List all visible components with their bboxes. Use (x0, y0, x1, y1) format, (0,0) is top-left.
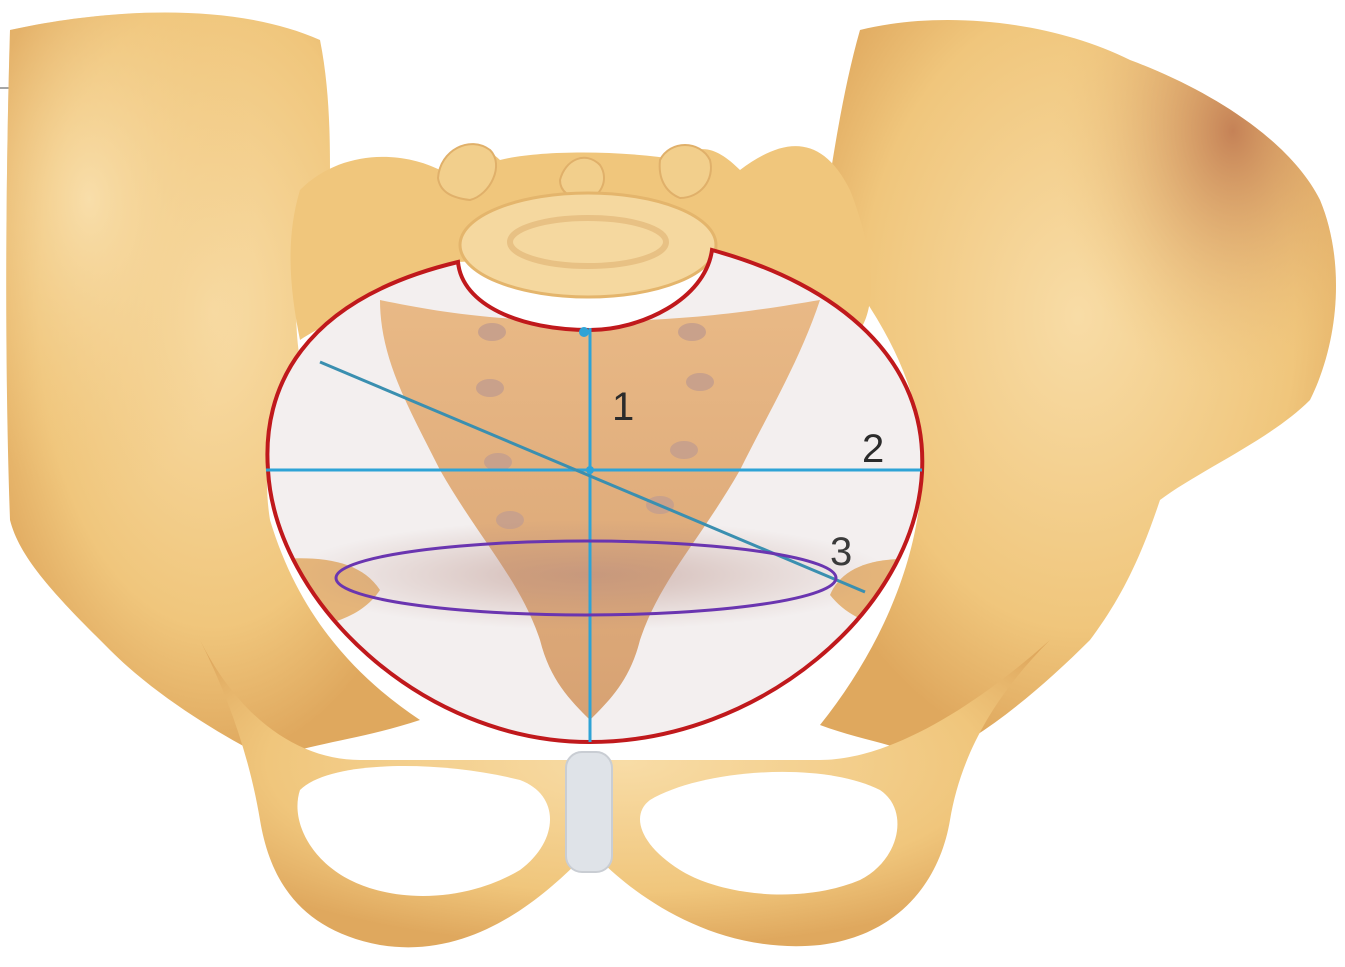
sacral-foramen-r2 (686, 373, 714, 391)
sacral-foramen-r3 (670, 441, 698, 459)
sacral-foramen-l2 (476, 379, 504, 397)
sacral-foramen-l1 (478, 323, 506, 341)
pubic-symphysis (566, 752, 612, 872)
label-2: 2 (862, 427, 884, 471)
sacral-foramen-r1 (678, 323, 706, 341)
label-3: 3 (830, 530, 852, 574)
center-point (586, 466, 594, 474)
sacral-foramen-l3 (484, 453, 512, 471)
promontory-marker (579, 327, 589, 337)
vertebral-body (460, 193, 716, 297)
label-1: 1 (612, 385, 634, 429)
